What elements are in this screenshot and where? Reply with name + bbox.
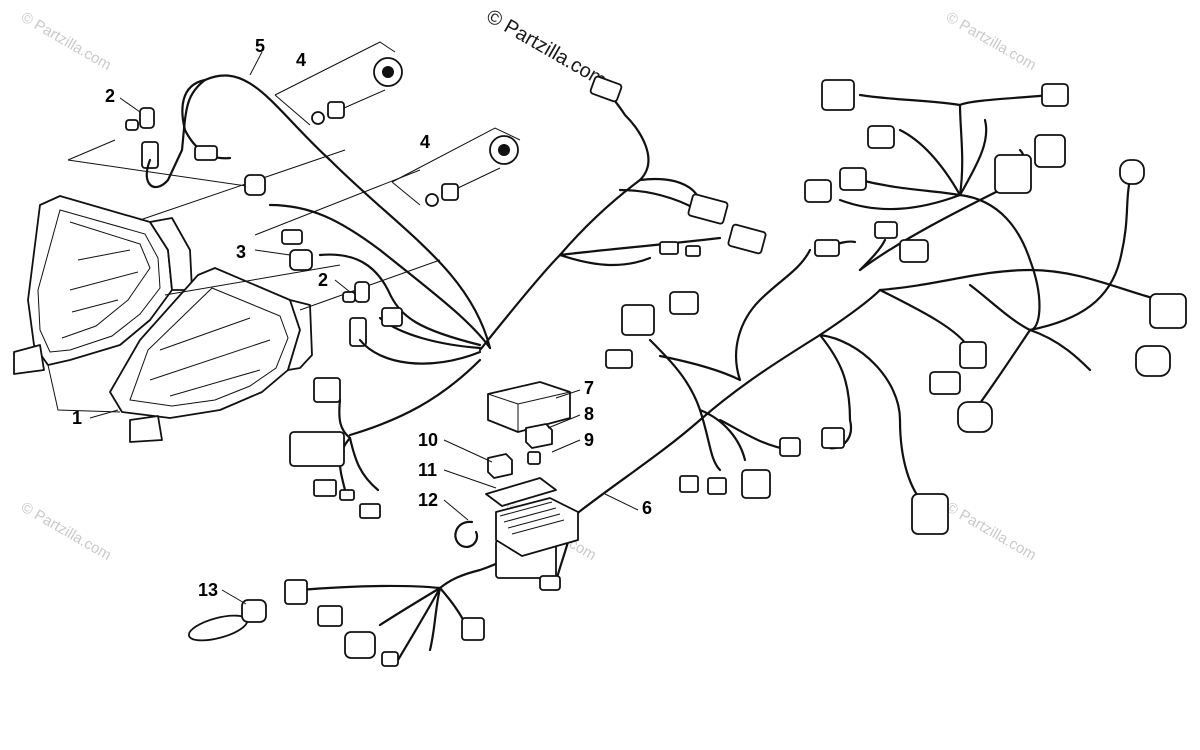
callout-11: 11 [418,460,437,480]
callout-12: 12 [418,490,438,510]
watermark-mid-right: © Partzilla.com [943,499,1039,564]
callout-13: 13 [198,580,218,600]
callout-3: 3 [236,242,246,262]
callout-4-upper: 4 [296,50,306,70]
main-wiring-harness [298,86,1162,667]
callout-6: 6 [642,498,652,518]
relay-large [487,381,571,433]
connectors [284,75,1187,667]
callout-2-upper: 2 [105,86,115,106]
callout-4-lower: 4 [420,132,430,152]
callout-labels: 2 2 3 1 4 4 5 6 7 8 9 10 11 12 13 [72,36,652,600]
watermark-top-left: © Partzilla.com [18,9,114,74]
exploded-view-guides [47,41,521,413]
callout-8: 8 [584,404,594,424]
watermark-mid-left: © Partzilla.com [18,499,114,564]
headlight-assembly-right [109,267,313,443]
fuse-small [527,451,541,465]
watermark-top-right: © Partzilla.com [943,9,1039,74]
callout-2-lower: 2 [318,270,328,290]
fuse-box [495,497,579,557]
bulb-socket-upper [125,107,159,169]
adjuster-lower [425,135,519,207]
bulb-socket-lower [342,281,370,347]
callout-7: 7 [584,378,594,398]
retaining-clip [454,520,479,548]
callout-1: 1 [72,408,82,428]
headlight-harness [145,74,492,365]
watermark-top-center: © Partzilla.com [483,5,611,91]
relay-small [525,423,553,449]
callout-9: 9 [584,430,594,450]
callout-5: 5 [255,36,265,56]
fuse-panel-label [485,477,557,507]
switch-loop [188,599,267,642]
relay-mini [487,453,513,479]
callout-leaders [89,51,639,605]
adjuster-upper [311,57,403,125]
headlight-assembly-left [13,195,193,375]
bulb-upper [244,174,313,271]
callout-10: 10 [418,430,438,450]
